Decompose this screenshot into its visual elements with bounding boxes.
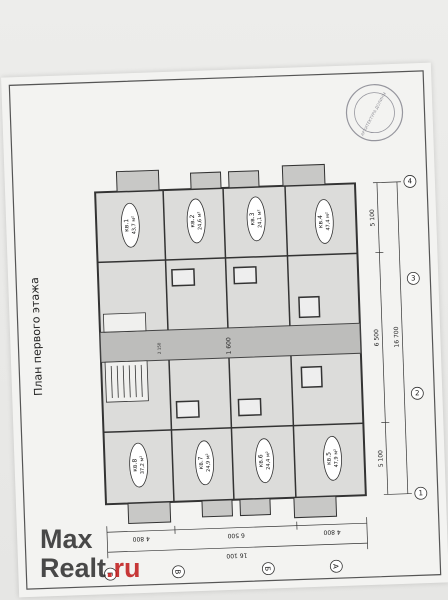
apt-4: кв.4 47,4 м²	[314, 199, 334, 244]
svg-text:АРХИТЕКТУРА ДОЛИНЫ: АРХИТЕКТУРА ДОЛИНЫ	[360, 91, 388, 137]
apt-2-area: 24,6 м²	[197, 211, 204, 230]
axis-2: 2	[415, 389, 420, 397]
apt-4-name: кв.4	[317, 215, 324, 228]
axis-1: 1	[418, 489, 423, 497]
axis-a: А	[331, 564, 339, 569]
walls	[97, 185, 364, 502]
watermark-brand2: Realt	[40, 553, 107, 583]
bottom-dimension-chain	[106, 517, 369, 559]
apt-8-area: 37,2 м²	[139, 456, 146, 475]
left-dim-1: 4 800	[132, 535, 150, 543]
axis-3: 3	[411, 274, 416, 282]
apt-8-name: кв.8	[131, 458, 138, 471]
apt-7-name: кв.7	[197, 456, 204, 469]
apt-1-name: кв.1	[123, 219, 130, 232]
apt-3-name: кв.3	[249, 212, 256, 225]
apt-1-area: 43,7 м²	[131, 216, 138, 235]
maxrealt-watermark: Max Realt.ru	[40, 525, 141, 583]
apt-5: кв.5 47,9 м²	[323, 435, 342, 481]
axis-4: 4	[408, 177, 413, 185]
floor-plan-sheet: План первого этажа 1 600 2 150	[1, 62, 448, 598]
apt-2-name: кв.2	[189, 214, 196, 227]
right-dim-2: 6 500	[373, 329, 381, 347]
apt-5-name: кв.5	[325, 452, 332, 465]
apt-4-area: 47,4 м²	[325, 212, 332, 231]
axis-b: Б	[263, 566, 271, 571]
apt-7: кв.7 24,9 м²	[195, 440, 215, 486]
axis-markers-numeric	[403, 175, 428, 500]
sheet-border	[8, 70, 442, 590]
apt-2: кв.2 24,6 м²	[186, 198, 206, 244]
corridor-dimension: 1 600	[225, 337, 233, 355]
plan-title: План первого этажа	[28, 277, 45, 396]
total-height-dim: 16 100	[226, 551, 247, 559]
right-dim-1: 5 100	[369, 209, 377, 227]
left-dim-3: 4 800	[323, 528, 341, 536]
staircase	[102, 312, 149, 403]
corridor-small-dimension: 2 150	[156, 342, 161, 354]
floor-plan-drawing: План первого этажа 1 600 2 150	[8, 70, 442, 590]
right-dim-3: 5 100	[377, 450, 385, 468]
apt-6: кв.6 24,4 м²	[255, 438, 275, 484]
apt-3-area: 24,1 м²	[257, 209, 264, 228]
axis-g: Г	[105, 572, 113, 577]
apt-1: кв.1 43,7 м²	[120, 202, 140, 248]
watermark-brand: Max	[40, 524, 93, 554]
left-dim-2: 6 500	[227, 531, 245, 539]
apt-7-area: 24,9 м²	[205, 453, 212, 472]
axis-markers-letter	[104, 559, 343, 581]
apt-3: кв.3 24,1 м²	[246, 196, 266, 242]
right-dimension-chain	[372, 181, 412, 495]
watermark-tld: .ru	[106, 553, 141, 583]
corridor	[99, 322, 362, 363]
total-width-dim: 16 700	[393, 326, 401, 347]
apt-8: кв.8 37,2 м²	[129, 442, 149, 488]
apt-6-area: 24,4 м²	[265, 451, 272, 470]
apt-6-name: кв.6	[257, 454, 264, 467]
apt-5-area: 47,9 м²	[333, 449, 340, 468]
axis-v: В	[173, 569, 181, 574]
company-stamp: АРХИТЕКТУРА ДОЛИНЫ	[345, 84, 404, 142]
